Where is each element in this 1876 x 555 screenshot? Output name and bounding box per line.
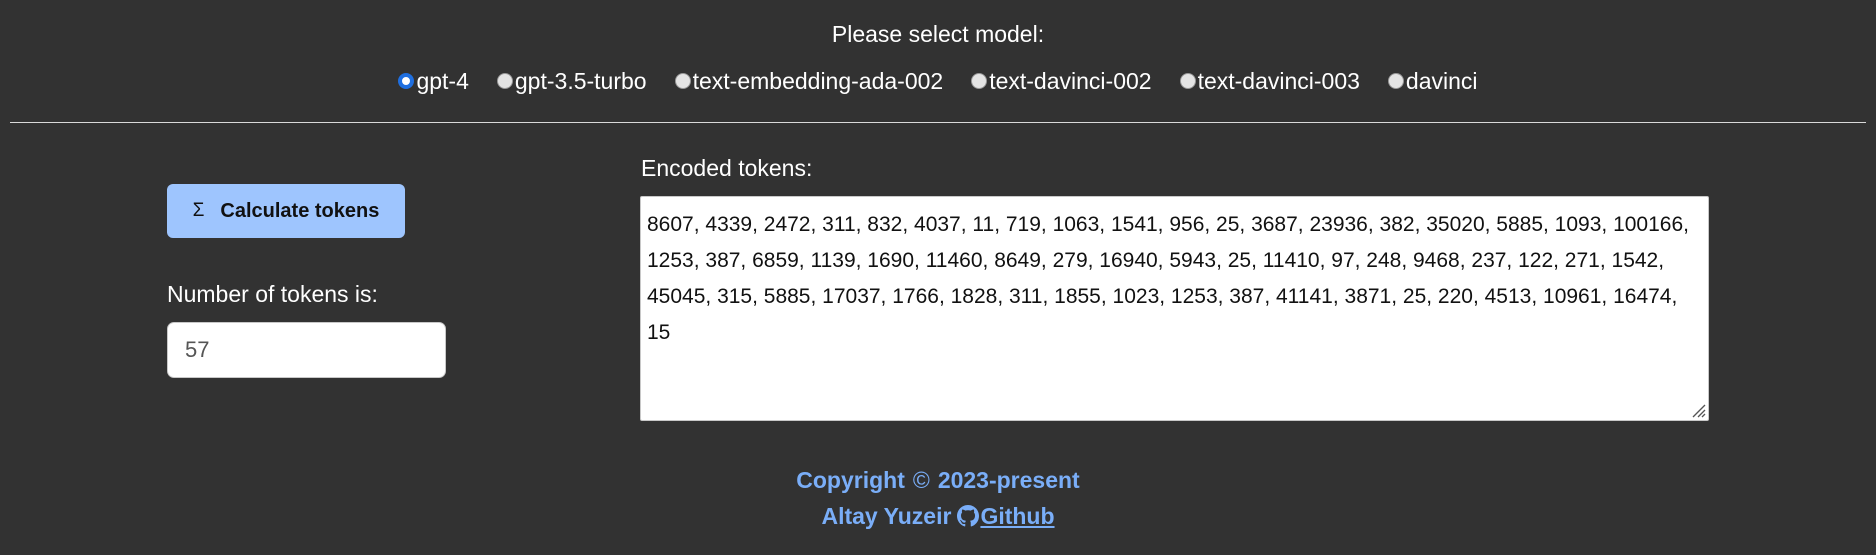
encoded-tokens-text: 8607, 4339, 2472, 311, 832, 4037, 11, 71…	[647, 213, 1689, 344]
model-option-text-davinci-003[interactable]: text-davinci-003	[1179, 66, 1360, 96]
encoded-tokens-textarea[interactable]: 8607, 4339, 2472, 311, 832, 4037, 11, 71…	[640, 196, 1709, 421]
resize-handle-icon[interactable]	[1690, 402, 1706, 418]
github-icon[interactable]	[957, 505, 980, 527]
model-option-label[interactable]: gpt-3.5-turbo	[514, 68, 647, 94]
model-option-gpt-4[interactable]: gpt-4	[398, 66, 469, 96]
token-count-label: Number of tokens is:	[167, 281, 378, 307]
calculate-tokens-label: Calculate tokens	[220, 199, 380, 222]
radio-button-gpt-3-5-turbo[interactable]	[496, 73, 513, 89]
model-option-label[interactable]: gpt-4	[416, 68, 469, 94]
model-select-heading: Please select model:	[831, 21, 1045, 47]
sigma-icon: Σ	[192, 200, 205, 221]
radio-button-text-davinci-002[interactable]	[971, 73, 988, 89]
model-option-label[interactable]: davinci	[1405, 68, 1478, 94]
radio-button-gpt-4[interactable]	[398, 73, 415, 89]
model-radio-group: gpt-4 gpt-3.5-turbo text-embedding-ada-0…	[0, 66, 1876, 96]
github-link[interactable]: Github	[980, 503, 1055, 529]
model-option-label[interactable]: text-embedding-ada-002	[692, 68, 944, 94]
encoded-tokens-label: Encoded tokens:	[641, 155, 813, 181]
model-option-label[interactable]: text-davinci-003	[1197, 68, 1360, 94]
copyright-icon: ©	[912, 467, 930, 493]
model-option-text-davinci-002[interactable]: text-davinci-002	[971, 66, 1152, 96]
model-option-gpt-3-5-turbo[interactable]: gpt-3.5-turbo	[496, 66, 647, 96]
section-divider	[10, 122, 1866, 123]
token-count-field[interactable]: 57	[167, 322, 446, 378]
model-option-davinci[interactable]: davinci	[1387, 66, 1478, 96]
copyright-prefix: Copyright	[796, 467, 905, 493]
radio-button-text-davinci-003[interactable]	[1179, 73, 1196, 89]
copyright-line: Copyright © 2023-present	[0, 462, 1876, 498]
radio-button-text-embedding-ada-002[interactable]	[674, 73, 691, 89]
footer: Copyright © 2023-present Altay Yuzeir Gi…	[0, 462, 1876, 534]
author-name: Altay Yuzeir	[821, 503, 952, 529]
copyright-years: 2023-present	[937, 467, 1080, 493]
author-line: Altay Yuzeir Github	[0, 498, 1876, 534]
model-option-label[interactable]: text-davinci-002	[989, 68, 1152, 94]
radio-button-davinci[interactable]	[1387, 73, 1404, 89]
model-option-text-embedding-ada-002[interactable]: text-embedding-ada-002	[674, 66, 944, 96]
calculate-tokens-button[interactable]: Σ Calculate tokens	[167, 184, 405, 238]
